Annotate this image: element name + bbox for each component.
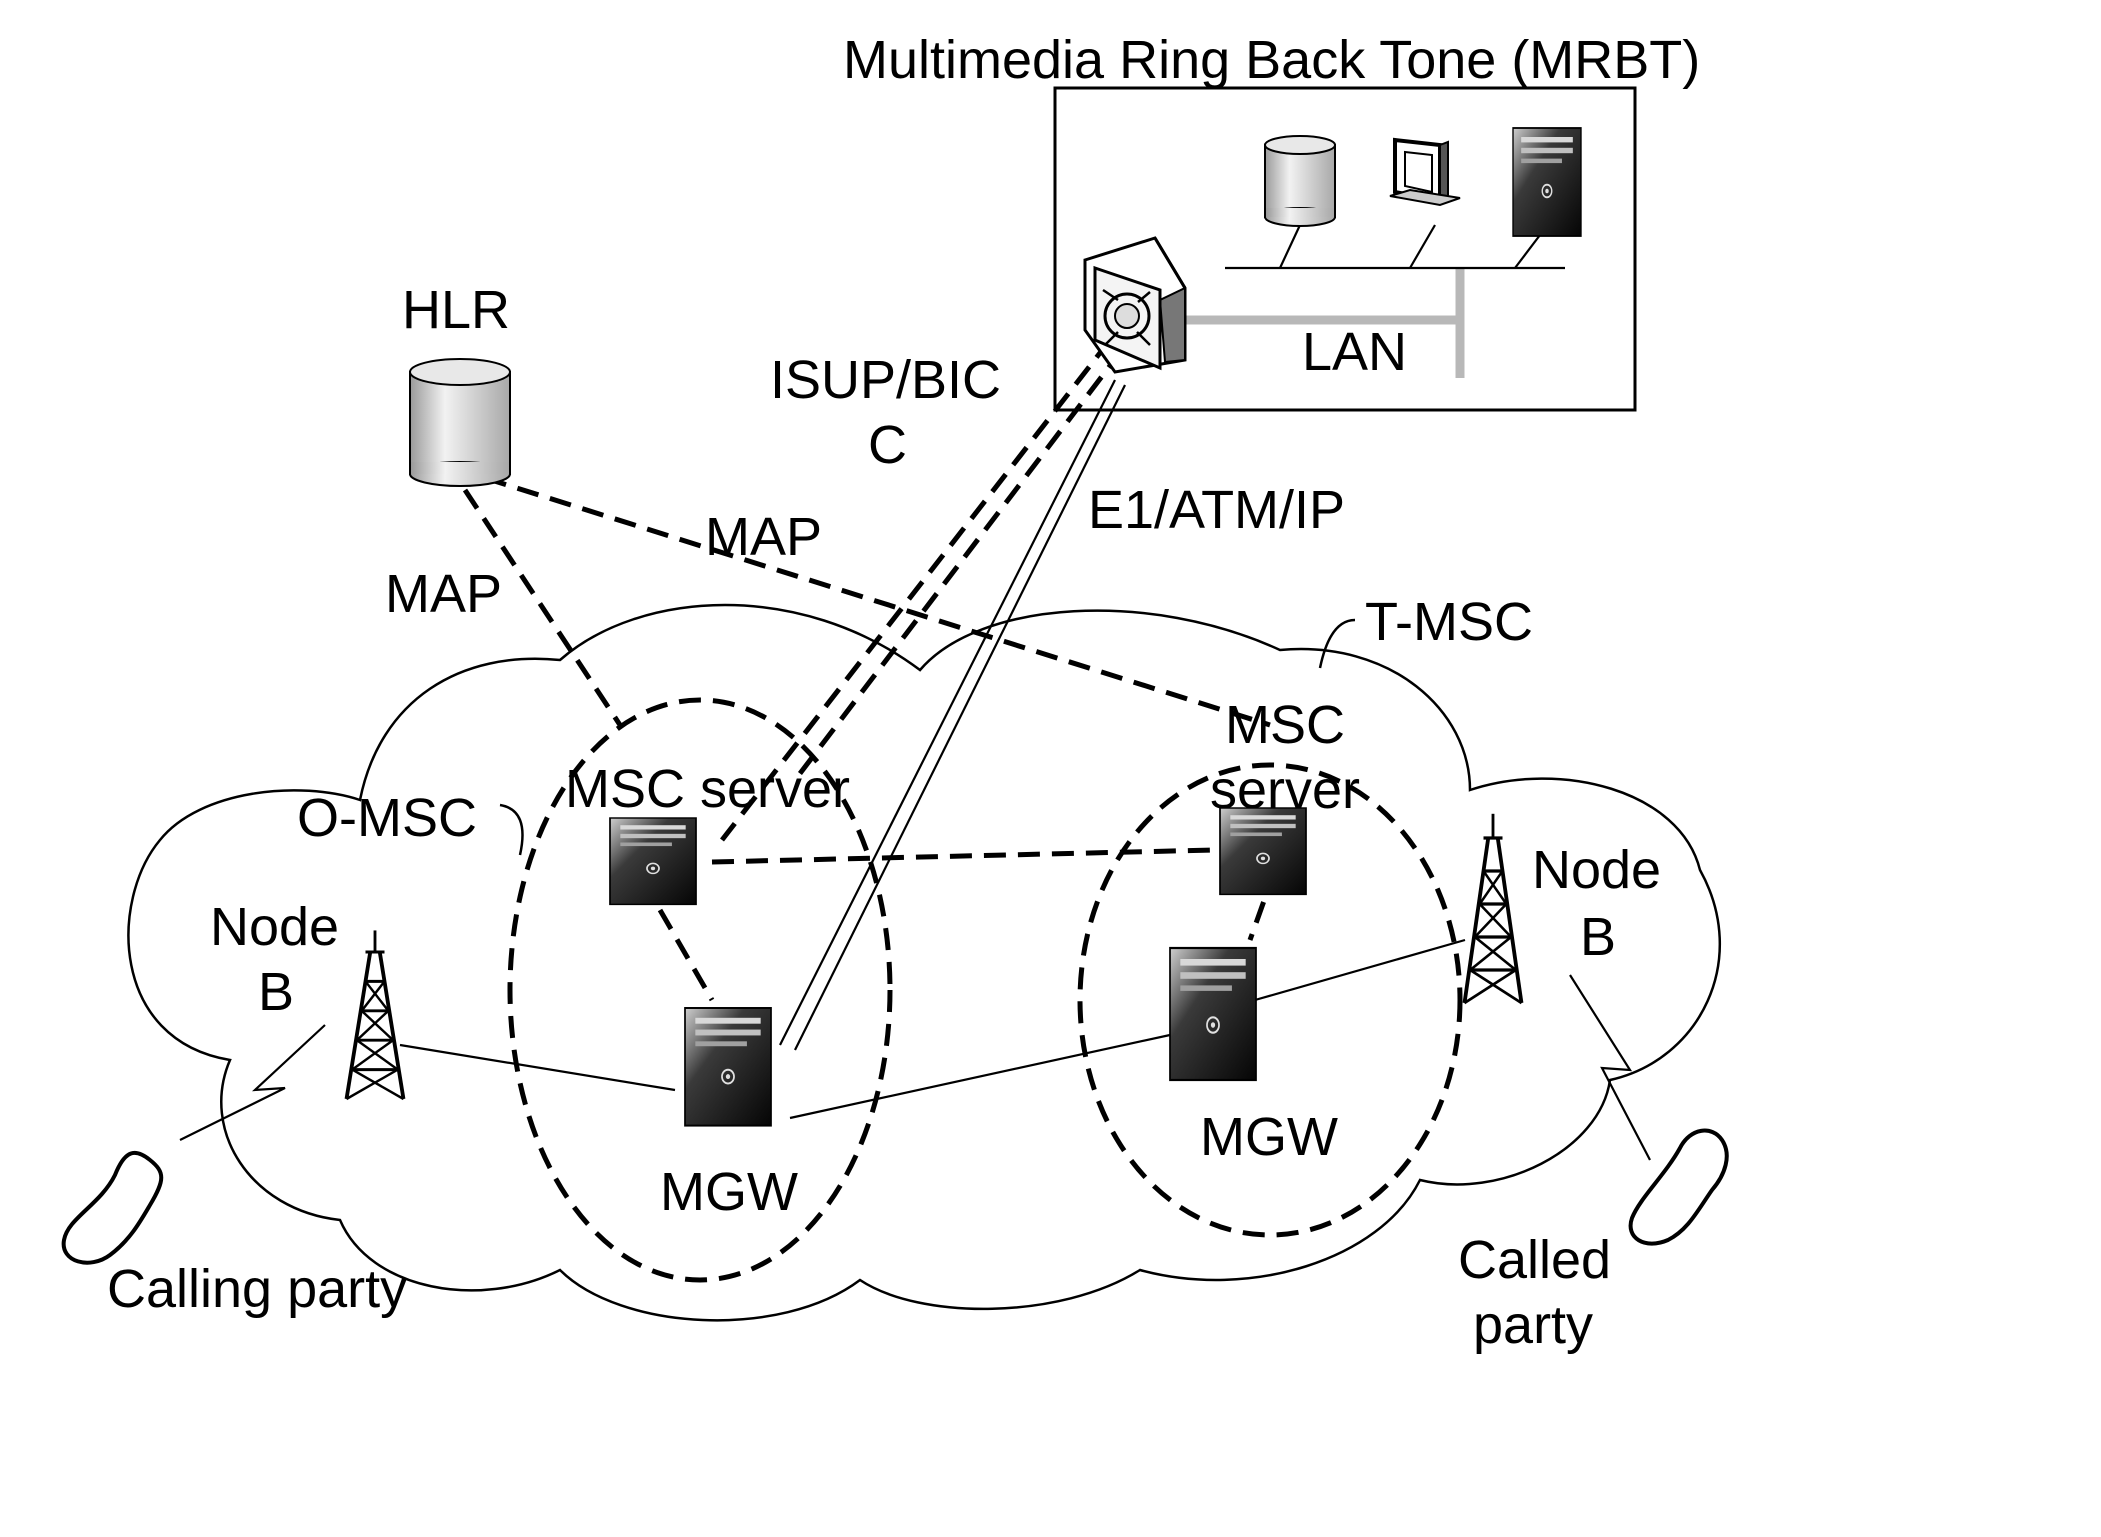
t-msc-label: T-MSC [1365,592,1533,652]
msc-server-right-label-line1: MSC [1225,695,1345,755]
mrbt-switch-icon [1085,238,1185,372]
msc-server-left-label: MSC server [565,759,850,819]
o-msc-server-icon [610,818,696,904]
isup-bicc-label-line2: C [868,415,907,475]
lan-label: LAN [1302,322,1407,382]
mrbt-title: Multimedia Ring Back Tone (MRBT) [843,30,1700,90]
hlr-label: HLR [402,280,510,340]
called-party-phone-icon [1631,1131,1727,1244]
calling-party-label: Calling party [107,1259,407,1319]
node-b-left-label-line2: B [258,962,294,1022]
lan-drop-server [1515,235,1540,268]
map-label-right: MAP [705,507,822,567]
calling-party-phone-icon [64,1153,162,1263]
msc-server-right-label-line2: server [1210,760,1360,820]
o-msc-mgw-icon [685,1008,771,1126]
o-msc-label: O-MSC [297,788,477,848]
mgw-right-label: MGW [1200,1107,1338,1167]
e1-atm-ip-label: E1/ATM/IP [1088,480,1345,540]
lan-drop-pc [1410,225,1435,268]
isup-bicc-label-line1: ISUP/BIC [770,350,1001,410]
node-b-right-label-line1: Node [1532,840,1661,900]
node-b-right-label-line2: B [1580,907,1616,967]
lan-drop-db [1280,225,1300,268]
map-label-left: MAP [385,564,502,624]
mrbt-server-icon [1513,128,1581,236]
mrbt-database-icon [1265,136,1335,226]
mgw-left-label: MGW [660,1162,798,1222]
t-msc-mgw-icon [1170,948,1256,1080]
called-party-label-line1: Called [1458,1230,1611,1290]
t-msc-server-icon [1220,808,1306,894]
mrbt-computer-icon [1390,140,1460,205]
called-party-label-line2: party [1473,1295,1593,1355]
node-b-left-label-line1: Node [210,897,339,957]
hlr-database-icon [410,359,510,486]
